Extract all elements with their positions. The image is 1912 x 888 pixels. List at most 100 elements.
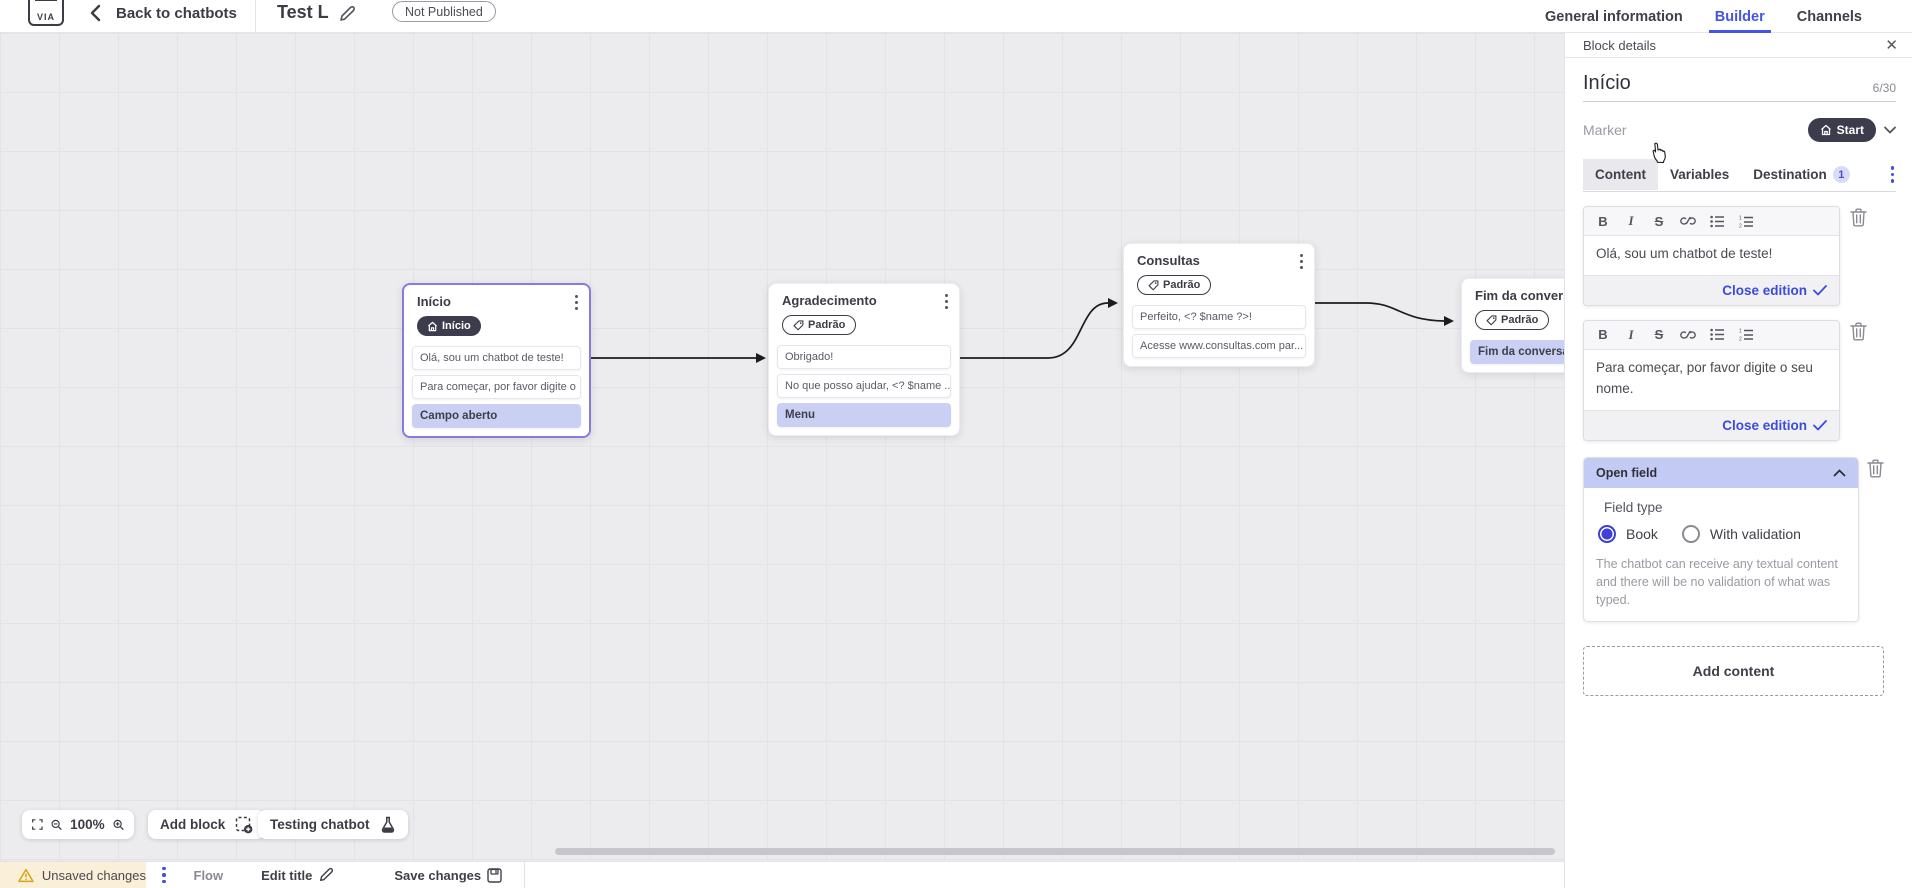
close-edition-link[interactable]: Close edition bbox=[1722, 282, 1807, 298]
block-name-value[interactable]: Início bbox=[1583, 72, 1631, 94]
flow-block-consultas[interactable]: Consultas Padrão Perfeito, <? $name ?>! … bbox=[1123, 243, 1315, 367]
add-block-button[interactable]: Add block bbox=[148, 810, 266, 839]
char-counter: 6/30 bbox=[1872, 81, 1896, 95]
block-title: Início bbox=[417, 294, 451, 309]
flow-block-fim-da-conversa[interactable]: Fim da conversa Padrão Fim da conversa bbox=[1461, 278, 1564, 373]
flow-block-inicio[interactable]: Início Início Olá, sou um chatbot de tes… bbox=[402, 283, 591, 438]
block-menu-kebab-icon[interactable] bbox=[1300, 254, 1304, 269]
tab-destination[interactable]: Destination 1 bbox=[1741, 158, 1862, 191]
save-icon bbox=[487, 867, 502, 883]
footer-divider bbox=[524, 861, 526, 888]
flow-block-agradecimento[interactable]: Agradecimento Padrão Obrigado! No que po… bbox=[768, 283, 960, 436]
check-icon bbox=[1813, 419, 1827, 431]
tab-builder[interactable]: Builder bbox=[1708, 0, 1771, 33]
block-content-row[interactable]: No que posso ajudar, <? $name ... bbox=[777, 373, 951, 398]
numbered-list-icon[interactable]: 12 bbox=[1739, 215, 1754, 228]
testing-chatbot-button[interactable]: Testing chatbot bbox=[258, 810, 408, 839]
add-block-icon bbox=[236, 816, 253, 833]
open-field-section: Open field Field type Book With validati… bbox=[1583, 456, 1859, 623]
zoom-controls: 100% bbox=[22, 810, 134, 839]
back-to-chatbots-link[interactable]: Back to chatbots bbox=[116, 5, 237, 22]
tab-variables[interactable]: Variables bbox=[1670, 167, 1730, 182]
block-menu-kebab-icon[interactable] bbox=[945, 294, 949, 309]
testing-chatbot-label: Testing chatbot bbox=[270, 817, 370, 832]
chevron-up-icon[interactable] bbox=[1833, 468, 1846, 477]
add-content-button[interactable]: Add content bbox=[1583, 646, 1884, 697]
chevron-down-icon[interactable] bbox=[1884, 126, 1896, 134]
block-title: Fim da conversa bbox=[1475, 288, 1564, 303]
block-content-row[interactable]: Acesse www.consultas.com par... bbox=[1132, 333, 1306, 358]
block-marker-badge: Início bbox=[417, 316, 481, 336]
delete-open-field-icon[interactable] bbox=[1867, 459, 1884, 478]
connector-arrows bbox=[591, 298, 1454, 363]
editor-text[interactable]: Olá, sou um chatbot de teste! bbox=[1596, 246, 1773, 261]
tab-channels[interactable]: Channels bbox=[1796, 8, 1862, 25]
block-open-field-row[interactable]: Campo aberto bbox=[412, 403, 581, 428]
block-menu-row[interactable]: Menu bbox=[777, 402, 951, 427]
marker-value: Start bbox=[1836, 123, 1864, 137]
radio-with-validation[interactable] bbox=[1681, 524, 1700, 543]
edit-title-button[interactable]: Edit title bbox=[261, 867, 334, 883]
tab-content[interactable]: Content bbox=[1583, 159, 1658, 190]
link-icon[interactable] bbox=[1680, 214, 1696, 228]
bullet-list-icon[interactable] bbox=[1710, 328, 1725, 341]
close-panel-icon[interactable]: ✕ bbox=[1885, 36, 1898, 54]
delete-content-icon[interactable] bbox=[1850, 208, 1867, 227]
block-menu-kebab-icon[interactable] bbox=[575, 295, 579, 310]
bold-icon[interactable]: B bbox=[1598, 327, 1608, 343]
panel-tabs: Content Variables Destination 1 bbox=[1583, 158, 1896, 192]
block-content-row[interactable]: Perfeito, <? $name ?>! bbox=[1132, 304, 1306, 329]
marker-label: Marker bbox=[1583, 122, 1627, 138]
save-changes-button[interactable]: Save changes bbox=[394, 868, 502, 883]
edit-title-pencil-icon[interactable] bbox=[338, 5, 356, 23]
warning-icon bbox=[18, 868, 34, 882]
radio-with-validation-label[interactable]: With validation bbox=[1709, 525, 1801, 542]
link-icon[interactable] bbox=[1680, 328, 1696, 342]
flow-canvas[interactable]: Início Início Olá, sou um chatbot de tes… bbox=[0, 33, 1564, 861]
tab-destination-label: Destination bbox=[1753, 167, 1827, 182]
open-field-header[interactable]: Open field bbox=[1584, 457, 1858, 488]
delete-content-icon[interactable] bbox=[1850, 322, 1867, 341]
unsaved-changes-banner: Unsaved changes bbox=[0, 862, 146, 888]
footer-menu-kebab-icon[interactable] bbox=[162, 866, 166, 884]
zoom-in-icon[interactable] bbox=[113, 817, 124, 833]
badge-label: Padrão bbox=[1501, 314, 1539, 326]
editor-text[interactable]: Para começar, por favor digite o seu nom… bbox=[1596, 359, 1813, 396]
marker-start-pill[interactable]: Start bbox=[1807, 118, 1876, 142]
close-edition-link[interactable]: Close edition bbox=[1722, 417, 1807, 433]
panel-menu-kebab-icon[interactable] bbox=[1890, 166, 1894, 183]
italic-icon[interactable]: I bbox=[1628, 326, 1634, 342]
radio-book-label[interactable]: Book bbox=[1626, 525, 1658, 542]
bullet-list-icon[interactable] bbox=[1710, 215, 1725, 228]
block-content-row[interactable]: Olá, sou um chatbot de teste! bbox=[412, 345, 581, 370]
block-content-row[interactable]: Obrigado! bbox=[777, 344, 951, 369]
tag-icon bbox=[1486, 314, 1497, 325]
app-logo-icon: VIA bbox=[28, 0, 64, 26]
badge-label: Padrão bbox=[808, 319, 846, 331]
italic-icon[interactable]: I bbox=[1628, 213, 1634, 228]
svg-text:2: 2 bbox=[1739, 223, 1742, 228]
unsaved-changes-label: Unsaved changes bbox=[41, 867, 146, 883]
svg-text:1: 1 bbox=[1739, 215, 1742, 221]
strikethrough-icon[interactable]: S bbox=[1654, 213, 1664, 229]
bold-icon[interactable]: B bbox=[1598, 213, 1608, 229]
block-content-row[interactable]: Para começar, por favor digite o ... bbox=[412, 374, 581, 399]
radio-book[interactable] bbox=[1598, 524, 1616, 543]
horizontal-scrollbar[interactable] bbox=[555, 848, 1555, 855]
field-type-label: Field type bbox=[1604, 499, 1663, 515]
block-end-row[interactable]: Fim da conversa bbox=[1470, 339, 1564, 364]
zoom-out-icon[interactable] bbox=[51, 817, 62, 833]
back-chevron-icon[interactable] bbox=[90, 4, 101, 22]
tag-icon bbox=[793, 319, 804, 330]
fullscreen-icon[interactable] bbox=[32, 817, 43, 832]
chatbot-title[interactable]: Test Li bbox=[277, 2, 329, 22]
strikethrough-icon[interactable]: S bbox=[1654, 327, 1664, 343]
block-name-field[interactable]: Início 6/30 bbox=[1583, 72, 1896, 102]
numbered-list-icon[interactable]: 12 bbox=[1739, 328, 1754, 341]
tab-general-information[interactable]: General information bbox=[1545, 8, 1683, 25]
flow-view-label[interactable]: Flow bbox=[193, 867, 224, 883]
